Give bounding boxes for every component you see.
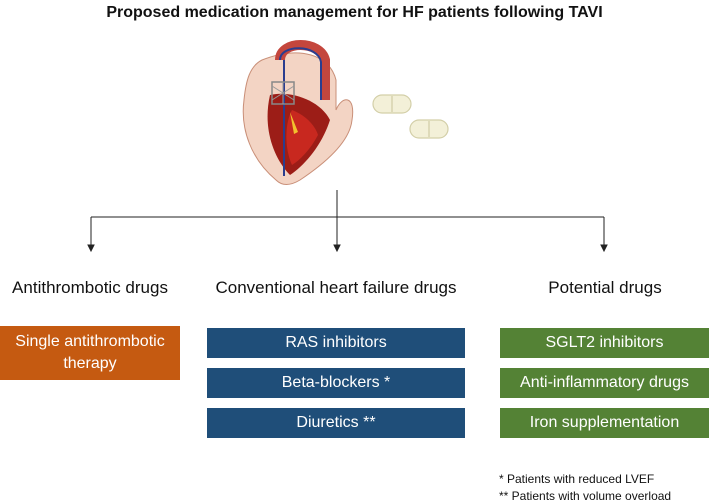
heading-antithrombotic: Antithrombotic drugs [12,278,168,297]
diagram-title: Proposed medication management for HF pa… [106,4,603,21]
footnote-reduced-lvef: * Patients with reduced LVEF [499,472,655,486]
arrow-down-icon [333,244,341,253]
pill-icon [409,119,449,139]
footnote-volume-overload: ** Patients with volume overload [499,489,672,503]
pill-icon [372,94,412,114]
box-anti-inflammatory-drugs: Anti-inflammatory drugs [500,368,709,398]
arrow-down-icon [600,244,608,253]
heading-conventional-hf: Conventional heart failure drugs [215,278,457,297]
arrow-down-icon [87,244,95,253]
connector-tree [87,190,608,253]
box-ras-inhibitors: RAS inhibitors [207,328,465,358]
box-iron-supplementation: Iron supplementation [500,408,709,438]
box-beta-blockers: Beta-blockers * [207,368,465,398]
heading-potential: Potential drugs [548,278,662,297]
box-diuretics: Diuretics ** [207,408,465,438]
box-sglt2-inhibitors: SGLT2 inhibitors [500,328,709,358]
heart-with-tavi-valve-icon [242,40,354,185]
box-single-antithrombotic-therapy: Single antithrombotic therapy [0,326,180,380]
